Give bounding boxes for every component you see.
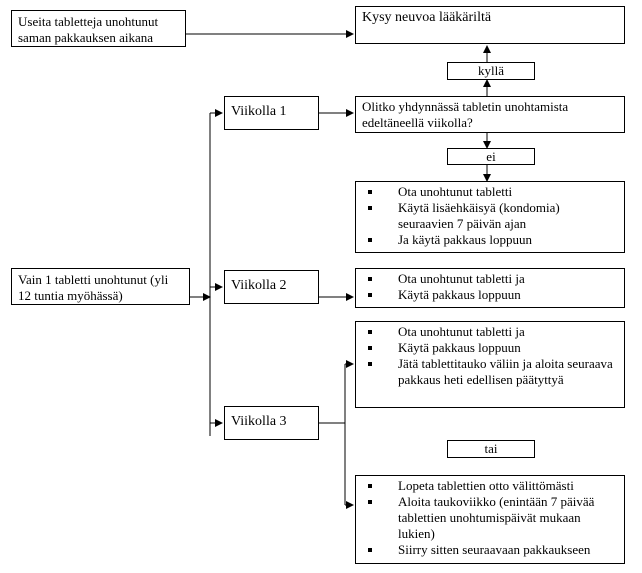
list-item: Käytä pakkaus loppuun [364,287,618,303]
list-item: Jätä tablettitauko väliin ja aloita seur… [364,356,618,388]
list-item: Aloita taukoviikko (enintään 7 päivää ta… [364,494,618,542]
intercourse-question-box: Olitko yhdynnässä tabletin unohtamista e… [355,96,625,133]
list-item: Ota unohtunut tabletti ja [364,324,618,340]
or-label-box: tai [447,440,535,458]
week3-option1-list: Ota unohtunut tabletti ja Käytä pakkaus … [356,322,624,388]
multiple-missed-text: Useita tabletteja unohtunut saman pakkau… [18,14,159,45]
week1-box: Viikolla 1 [224,96,319,130]
week3-option2-list: Lopeta tablettien otto välittömästi Aloi… [356,476,624,558]
one-missed-text: Vain 1 tabletti unohtunut (yli 12 tuntia… [18,272,169,303]
or-label-text: tai [484,441,498,456]
list-item: Ja käytä pakkaus loppuun [364,232,618,248]
week2-text: Viikolla 2 [231,278,287,293]
yes-label-box: kyllä [447,62,535,80]
list-item: Ota unohtunut tabletti ja [364,271,618,287]
list-item: Lopeta tablettien otto välittömästi [364,478,618,494]
ask-doctor-box: Kysy neuvoa lääkäriltä [355,6,625,44]
intercourse-question-text: Olitko yhdynnässä tabletin unohtamista e… [362,99,569,130]
multiple-missed-box: Useita tabletteja unohtunut saman pakkau… [11,10,186,47]
week2-instructions-list: Ota unohtunut tabletti ja Käytä pakkaus … [356,269,624,303]
week3-option1-box: Ota unohtunut tabletti ja Käytä pakkaus … [355,321,625,408]
week1-instructions-box: Ota unohtunut tabletti Käytä lisäehkäisy… [355,181,625,253]
week2-box: Viikolla 2 [224,270,319,304]
one-missed-box: Vain 1 tabletti unohtunut (yli 12 tuntia… [11,268,190,305]
week3-box: Viikolla 3 [224,406,319,440]
week2-instructions-box: Ota unohtunut tabletti ja Käytä pakkaus … [355,268,625,308]
list-item: Ota unohtunut tabletti [364,184,618,200]
week3-option2-box: Lopeta tablettien otto välittömästi Aloi… [355,475,625,564]
yes-label-text: kyllä [478,63,504,78]
list-item: Käytä lisäehkäisyä (kondomia) seuraavien… [364,200,618,232]
ask-doctor-text: Kysy neuvoa lääkäriltä [362,10,492,25]
no-label-box: ei [447,148,535,165]
list-item: Käytä pakkaus loppuun [364,340,618,356]
list-item: Siirry sitten seuraavaan pakkaukseen [364,542,618,558]
week1-instructions-list: Ota unohtunut tabletti Käytä lisäehkäisy… [356,182,624,248]
week1-text: Viikolla 1 [231,104,287,119]
week3-text: Viikolla 3 [231,414,287,429]
no-label-text: ei [486,149,496,164]
